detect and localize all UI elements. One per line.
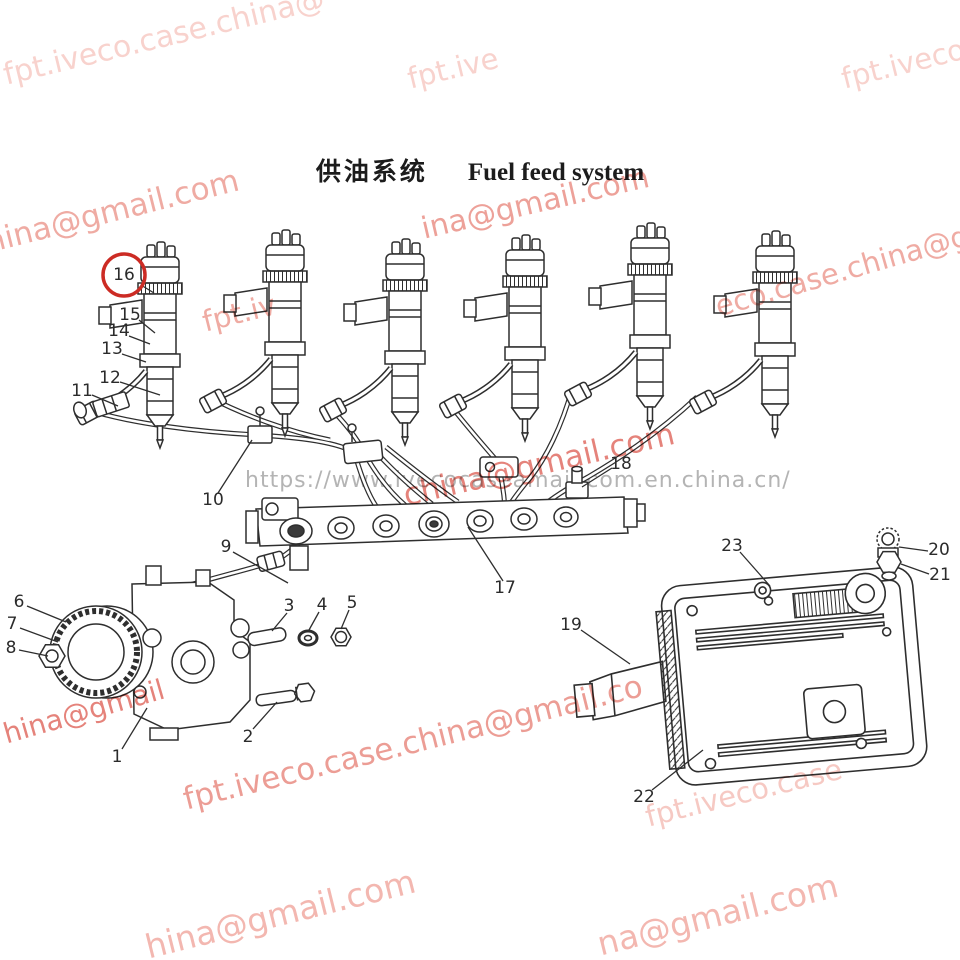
callout-number-20: 20 bbox=[928, 540, 950, 560]
injector-4 bbox=[439, 235, 547, 441]
title-chinese: 供油系统 bbox=[315, 157, 428, 186]
gear-hub-nut bbox=[39, 645, 65, 668]
pipe-union-fitting bbox=[72, 391, 130, 419]
watermark-text: fpt.iveco.case.china@gmail.co bbox=[179, 668, 647, 818]
leader-line bbox=[651, 749, 704, 791]
sensor-plug bbox=[877, 528, 901, 580]
leader-line bbox=[26, 605, 67, 623]
callout-number-10: 10 bbox=[202, 490, 224, 510]
washer bbox=[299, 631, 317, 645]
leader-line bbox=[900, 563, 930, 575]
leader-line bbox=[121, 707, 148, 750]
leader-line bbox=[467, 526, 504, 582]
callout-number-17: 17 bbox=[494, 578, 516, 598]
callout-number-12: 12 bbox=[99, 368, 121, 388]
feed-pipe-nut bbox=[256, 551, 285, 572]
leader-line bbox=[898, 546, 929, 552]
bolt bbox=[255, 683, 316, 708]
watermark-text: hina@gmail.com bbox=[141, 861, 420, 960]
callout-number-11: 11 bbox=[71, 381, 93, 401]
leader-line bbox=[308, 611, 320, 631]
callout-number-1: 1 bbox=[111, 747, 123, 767]
leader-line bbox=[19, 627, 59, 643]
callout-number-13: 13 bbox=[101, 339, 123, 359]
leader-line bbox=[128, 335, 151, 345]
leader-line bbox=[91, 394, 119, 407]
leader-line bbox=[340, 609, 350, 630]
injector-1 bbox=[74, 242, 182, 448]
injector-2 bbox=[199, 230, 307, 436]
watermark-text: fpt.iveco bbox=[837, 32, 960, 96]
high-pressure-pipes bbox=[82, 389, 697, 600]
watermark-text: fpt.iv bbox=[198, 287, 280, 339]
injector-6 bbox=[689, 231, 797, 437]
leader-line bbox=[119, 381, 161, 396]
callout-number-22: 22 bbox=[633, 787, 655, 807]
pipe-clamp bbox=[248, 407, 518, 477]
leader-line bbox=[140, 284, 155, 294]
leader-line bbox=[739, 551, 771, 587]
leader-line bbox=[121, 353, 147, 363]
callout-number-14: 14 bbox=[108, 321, 130, 341]
callout-number-21: 21 bbox=[929, 565, 951, 585]
callout-number-5: 5 bbox=[346, 593, 358, 613]
leader-line bbox=[138, 319, 156, 334]
callout-number-19: 19 bbox=[560, 615, 582, 635]
url-watermark: https://www.ivecocaseamail.com.en.china.… bbox=[245, 468, 791, 493]
watermark-text: fpt.ive bbox=[404, 40, 502, 96]
page-title: 供油系统 Fuel feed system bbox=[0, 152, 960, 188]
pump-gear bbox=[61, 606, 153, 698]
callout-number-6: 6 bbox=[13, 592, 25, 612]
callout-number-15: 15 bbox=[119, 305, 141, 325]
callout-number-7: 7 bbox=[6, 614, 18, 634]
fuel-rail bbox=[246, 497, 645, 570]
ecu-connector bbox=[589, 661, 667, 719]
high-pressure-pump bbox=[39, 566, 250, 740]
callout-number-9: 9 bbox=[220, 537, 232, 557]
watermark-text: eco.case.china@gm bbox=[711, 210, 960, 324]
callout-number-4: 4 bbox=[316, 595, 328, 615]
highlight-circle bbox=[101, 252, 147, 298]
leader-line bbox=[252, 701, 278, 730]
title-english: Fuel feed system bbox=[467, 159, 645, 186]
callout-number-3: 3 bbox=[283, 596, 295, 616]
ecu-box bbox=[566, 565, 928, 794]
watermark-text: na@gmail.com bbox=[593, 865, 843, 960]
fasteners bbox=[247, 627, 351, 708]
callout-number-16: 16 bbox=[113, 265, 135, 285]
leader-line bbox=[232, 551, 289, 584]
nut bbox=[331, 628, 351, 645]
leader-line bbox=[18, 649, 49, 657]
leader-line bbox=[580, 629, 631, 665]
injector-5 bbox=[564, 223, 672, 429]
injector-3 bbox=[319, 239, 427, 445]
callout-number-8: 8 bbox=[5, 638, 17, 658]
callout-number-23: 23 bbox=[721, 536, 743, 556]
watermark-text: hina@gmail bbox=[0, 672, 169, 751]
leader-line bbox=[271, 612, 288, 632]
high-pressure-pipes-inner bbox=[82, 389, 697, 600]
ecu-bolt bbox=[754, 582, 771, 599]
watermark-text: fpt.iveco.case bbox=[641, 751, 846, 834]
callout-number-2: 2 bbox=[242, 727, 254, 747]
watermark-text: china@gmail.com bbox=[399, 416, 679, 514]
pin bbox=[247, 627, 287, 646]
watermark-text: fpt.iveco.case.china@ bbox=[0, 0, 329, 93]
